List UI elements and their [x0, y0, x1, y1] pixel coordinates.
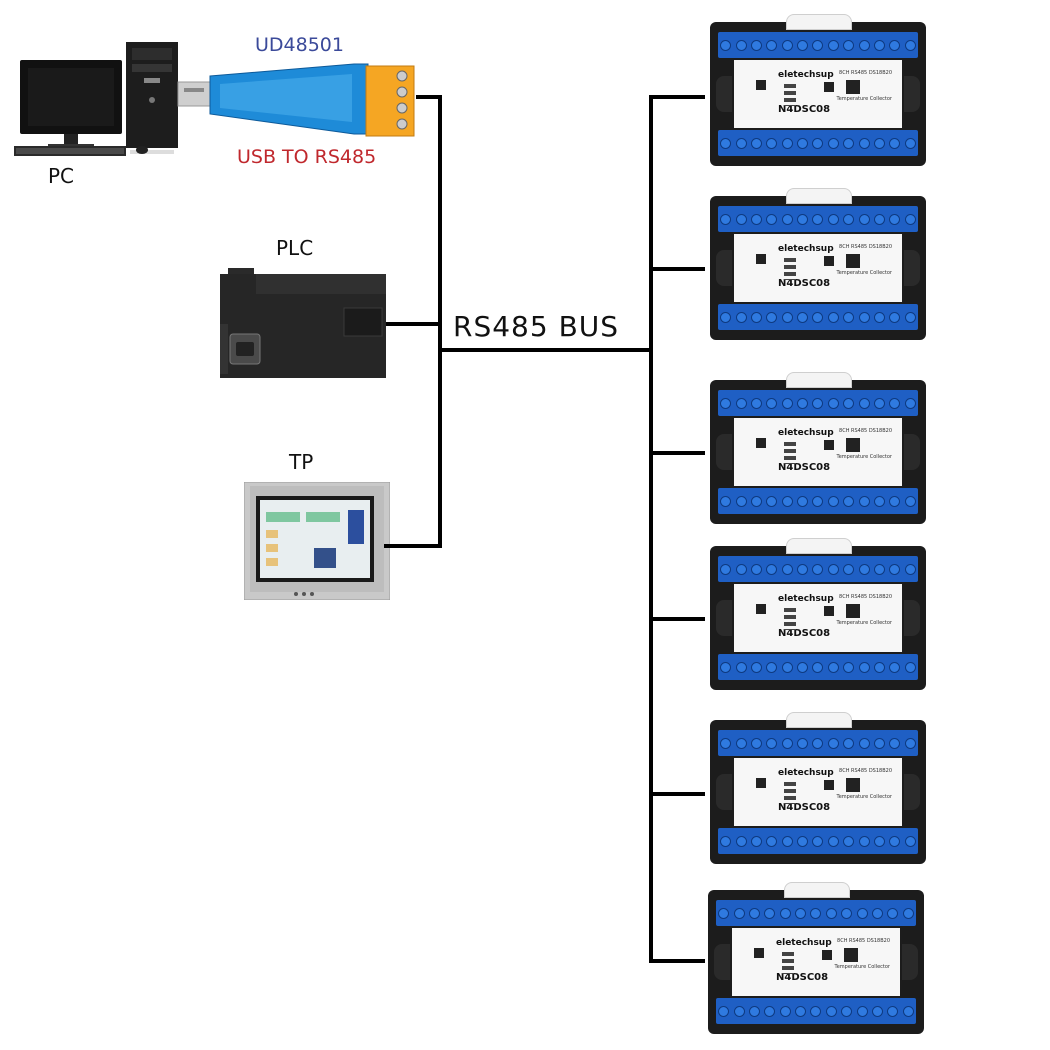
- module-desc2: Temperature Collector: [836, 270, 893, 276]
- wire-plc-stub: [386, 322, 442, 326]
- module-desc: 8CH RS485 DS18B20: [837, 938, 890, 944]
- tp-label: TP: [289, 450, 314, 474]
- wire-drop-5: [649, 792, 705, 796]
- temperature-module: eletechsup N4DSC08 8CH RS485 DS18B20 Tem…: [710, 14, 926, 166]
- module-model: N4DSC08: [778, 628, 831, 639]
- module-brand: eletechsup: [778, 768, 834, 778]
- module-desc2: Temperature Collector: [834, 964, 891, 970]
- wire-drop-1: [649, 95, 705, 99]
- module-desc2: Temperature Collector: [836, 620, 893, 626]
- module-brand: eletechsup: [778, 428, 834, 438]
- module-desc: 8CH RS485 DS18B20: [839, 428, 892, 434]
- temperature-module: eletechsup N4DSC08 8CH RS485 DS18B20 Tem…: [710, 538, 926, 690]
- temperature-module: eletechsup N4DSC08 8CH RS485 DS18B20 Tem…: [710, 712, 926, 864]
- module-desc2: Temperature Collector: [836, 96, 893, 102]
- module-desc: 8CH RS485 DS18B20: [839, 594, 892, 600]
- pc-label: PC: [48, 164, 75, 188]
- rs485-bus-line: [440, 348, 652, 352]
- wire-drop-3: [649, 451, 705, 455]
- wire-drop-6: [649, 959, 705, 963]
- module-model: N4DSC08: [778, 278, 831, 289]
- module-brand: eletechsup: [778, 70, 834, 80]
- module-brand: eletechsup: [778, 594, 834, 604]
- module-brand: eletechsup: [778, 244, 834, 254]
- usb-adapter-model-label: UD48501: [255, 34, 344, 56]
- plc-label: PLC: [276, 236, 314, 260]
- module-desc: 8CH RS485 DS18B20: [839, 70, 892, 76]
- plc-illustration: [216, 264, 386, 380]
- wire-tp-stub: [384, 544, 442, 548]
- module-model: N4DSC08: [778, 462, 831, 473]
- touch-panel-illustration: [243, 481, 391, 601]
- module-desc: 8CH RS485 DS18B20: [839, 768, 892, 774]
- temperature-module: eletechsup N4DSC08 8CH RS485 DS18B20 Tem…: [708, 882, 924, 1034]
- temperature-module: eletechsup N4DSC08 8CH RS485 DS18B20 Tem…: [710, 372, 926, 524]
- wire-drop-4: [649, 617, 705, 621]
- rs485-bus-label: RS485 BUS: [453, 310, 620, 343]
- module-desc: 8CH RS485 DS18B20: [839, 244, 892, 250]
- module-model: N4DSC08: [778, 802, 831, 813]
- usb-rs485-adapter: [176, 58, 422, 142]
- module-brand: eletechsup: [776, 938, 832, 948]
- module-model: N4DSC08: [778, 104, 831, 115]
- module-desc2: Temperature Collector: [836, 794, 893, 800]
- usb-adapter-caption: USB TO RS485: [237, 146, 377, 168]
- module-model: N4DSC08: [776, 972, 829, 983]
- pc-illustration: [12, 38, 182, 168]
- wire-drop-2: [649, 267, 705, 271]
- wire-left-vertical: [438, 95, 442, 548]
- temperature-module: eletechsup N4DSC08 8CH RS485 DS18B20 Tem…: [710, 188, 926, 340]
- wire-right-vertical: [649, 95, 653, 963]
- module-desc2: Temperature Collector: [836, 454, 893, 460]
- wire-usb-stub: [416, 95, 442, 99]
